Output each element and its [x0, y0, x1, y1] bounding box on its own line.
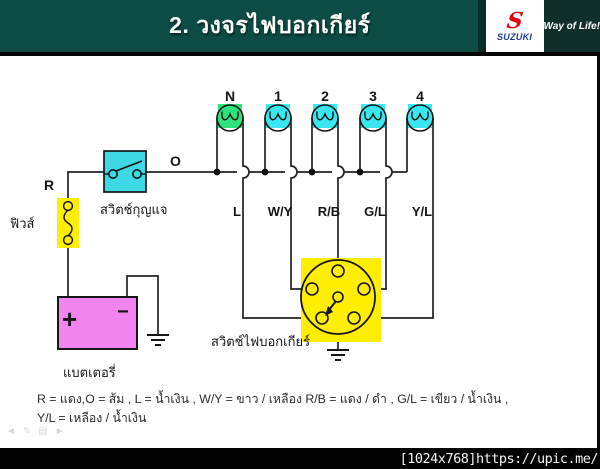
key-switch-label: สวิตช์กุญแจ [100, 202, 167, 218]
gear-terminal-RB [331, 264, 345, 278]
filament-icon [364, 111, 382, 121]
wire-labels: L W/Y R/B G/L Y/L O R [44, 153, 432, 219]
pen-icon[interactable]: ✎ [22, 426, 32, 437]
wire-label-GL: G/L [364, 204, 386, 219]
ground-icon [327, 349, 349, 361]
key-switch: สวิตช์กุญแจ [100, 150, 167, 218]
gear-terminal-L [315, 311, 329, 325]
presenter-toolbar: ◄ ✎ ▤ ► [6, 426, 65, 437]
right-frame-line [597, 56, 600, 448]
gear-switch: สวิตช์ไฟบอกเกียร์ [211, 258, 381, 349]
wire-label-RB: R/B [318, 204, 340, 219]
legend-line-2: Y/L = เหลือง / น้ำเงิน [37, 411, 147, 425]
filament-icon [221, 111, 239, 121]
watermark-text: [1024x768]https://upic.me/ [399, 450, 599, 467]
wire-R [67, 171, 104, 198]
wire-WY [290, 118, 306, 290]
header-bar: 2. วงจรไฟบอกเกียร์ S SUZUKI Way of Life! [0, 0, 600, 56]
way-of-life-tagline: Way of Life! [543, 20, 600, 32]
gear-rotor-terminal [332, 291, 344, 303]
filament-icon [269, 111, 287, 121]
bulb-icon [406, 104, 434, 132]
switch-blade [115, 160, 143, 172]
wire-label-YL: Y/L [412, 204, 432, 219]
battery-label: แบตเตอรี่ [63, 364, 116, 380]
lamp-label: N [225, 88, 235, 104]
gear-terminal-WY [305, 282, 319, 296]
wire-YL [360, 118, 434, 319]
switch-terminal [108, 169, 119, 180]
junction-dot [356, 168, 364, 176]
indicator-lamp-4: 4 [406, 88, 434, 132]
indicator-lamp-3: 3 [359, 88, 387, 132]
title-band: 2. วงจรไฟบอกเกียร์ [0, 0, 478, 52]
junction-dots [213, 168, 364, 176]
indicator-lamp-N: N [216, 88, 244, 132]
footer-bar: [1024x768]https://upic.me/ [0, 448, 600, 469]
suzuki-wordmark: SUZUKI [496, 32, 533, 42]
bulb-icon [264, 104, 292, 132]
junction-dot [261, 168, 269, 176]
wire-GL [370, 118, 393, 290]
header-underline [0, 52, 600, 56]
filament-icon [411, 111, 429, 121]
header-divider [477, 0, 486, 52]
suzuki-logo: S SUZUKI [485, 0, 544, 52]
battery-box [57, 296, 138, 350]
battery: + − แบตเตอรี่ [57, 296, 138, 380]
circuit-diagram: N 1 2 3 4 L [10, 88, 434, 380]
suzuki-s-icon: S [504, 8, 525, 34]
wire-label-O: O [170, 153, 181, 169]
slide-menu-icon[interactable]: ▤ [38, 426, 48, 437]
back-arrow-icon[interactable]: ◄ [6, 426, 16, 437]
bulb-icon [216, 104, 244, 132]
indicator-lamp-2: 2 [311, 88, 339, 132]
color-legend: R = แดง,O = ส้ม , L = น้ำเงิน , W/Y = ขา… [37, 390, 587, 428]
wire-L [242, 118, 316, 319]
slide-title: 2. วงจรไฟบอกเกียร์ [169, 12, 371, 38]
bulb-icon [311, 104, 339, 132]
wire [126, 275, 159, 335]
switch-terminal [132, 169, 143, 180]
battery-minus: − [117, 301, 129, 323]
forward-arrow-icon[interactable]: ► [54, 426, 65, 437]
gear-terminal-GL [357, 282, 371, 296]
fuse-element-icon [63, 209, 73, 237]
lamp-label: 2 [321, 88, 329, 104]
junction-dot [308, 168, 316, 176]
rotor-arrow [328, 300, 337, 311]
rotor-arrowhead [325, 306, 333, 316]
filament-icon [316, 111, 334, 121]
indicator-lamp-1: 1 [264, 88, 292, 132]
legend-line-1: R = แดง,O = ส้ม , L = น้ำเงิน , W/Y = ขา… [37, 392, 509, 406]
lamp-label: 1 [274, 88, 282, 104]
slide-body: N 1 2 3 4 L [0, 56, 600, 448]
battery-plus: + [62, 304, 77, 334]
ground-icon [147, 334, 169, 346]
wire-label-WY: W/Y [268, 204, 293, 219]
indicator-lamps: N 1 2 3 4 [216, 88, 434, 132]
junction-dot [213, 168, 221, 176]
lamp-label: 3 [369, 88, 377, 104]
bulb-icon [359, 104, 387, 132]
gear-terminal-YL [347, 311, 361, 325]
fuse: ฟิวส์ [10, 198, 79, 248]
fuse-label: ฟิวส์ [10, 216, 35, 231]
key-switch-box [103, 150, 147, 193]
gear-switch-body [300, 259, 376, 335]
wire-label-R: R [44, 177, 54, 193]
gear-switch-label: สวิตช์ไฟบอกเกียร์ [211, 334, 310, 349]
wire-RB [337, 118, 345, 265]
lamp-label: 4 [416, 88, 424, 104]
tagline-box: Way of Life! [543, 0, 600, 52]
wire-label-L: L [233, 204, 241, 219]
